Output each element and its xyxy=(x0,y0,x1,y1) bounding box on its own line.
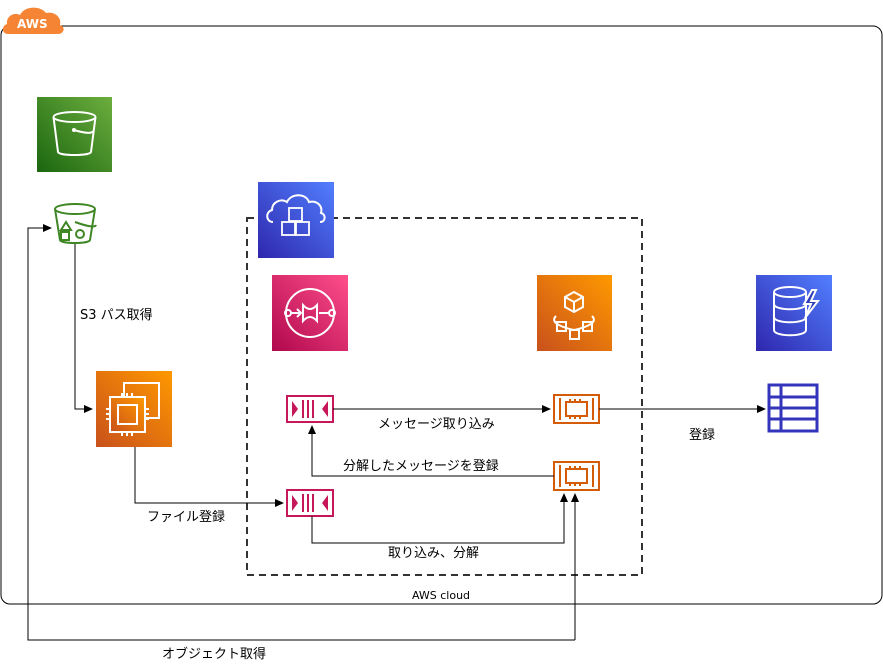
lambda-function-split-icon xyxy=(553,461,600,491)
aws-cloud-boundary xyxy=(0,25,883,605)
sqs-service-icon xyxy=(272,275,348,351)
edge-label-register: 登録 xyxy=(689,428,715,443)
serverless-cloud-group-icon xyxy=(258,182,334,258)
dynamodb-service-icon xyxy=(756,275,832,351)
edge-s3-path xyxy=(74,244,93,413)
edge-label-message-ingest: メッセージ取り込み xyxy=(378,417,495,432)
ec2-instance-icon xyxy=(96,371,172,447)
aws-cloud-caption: AWS cloud xyxy=(412,589,470,602)
aws-badge-label: AWS xyxy=(17,17,48,31)
sqs-queue-message-icon xyxy=(286,395,334,423)
edge-object-fetch xyxy=(27,224,575,641)
dynamodb-table-icon xyxy=(767,383,819,433)
edge-split-message-register xyxy=(308,425,554,477)
edge-label-object-fetch: オブジェクト取得 xyxy=(162,646,266,662)
edge-file-register xyxy=(134,447,284,507)
lambda-function-ingest-icon xyxy=(553,394,600,424)
lambda-service-icon xyxy=(537,275,612,351)
serverless-group-boundary xyxy=(246,217,643,576)
sqs-queue-file-icon xyxy=(286,489,334,517)
edge-ingest-split xyxy=(311,493,568,544)
s3-bucket-resource-icon xyxy=(54,203,97,244)
s3-bucket-service-icon xyxy=(37,97,112,172)
edge-label-split-message-register: 分解したメッセージを登録 xyxy=(343,459,499,474)
edge-label-file-register: ファイル登録 xyxy=(147,510,225,525)
edge-label-s3-path: S3 パス取得 xyxy=(80,307,153,323)
edge-label-ingest-split: 取り込み、分解 xyxy=(388,546,479,561)
aws-cloud-badge: AWS xyxy=(2,7,64,34)
